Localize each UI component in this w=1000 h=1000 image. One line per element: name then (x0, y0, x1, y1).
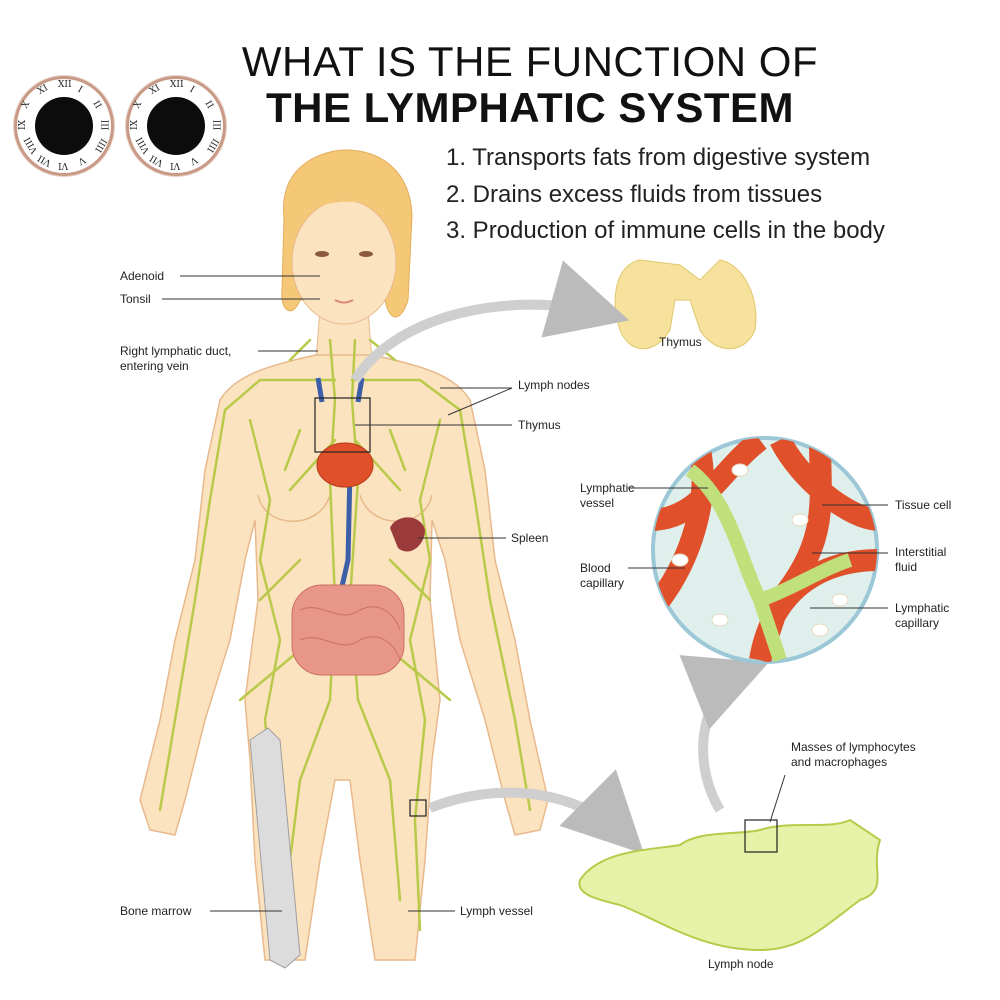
label-spleen: Spleen (511, 531, 549, 545)
label-thymus-inset: Thymus (659, 335, 702, 349)
label-masses-line-1: Masses of lymphocytes (791, 740, 916, 754)
label-masses-line-2: and macrophages (791, 755, 888, 769)
tissue-circle (651, 436, 879, 664)
leg-box (409, 799, 427, 817)
label-lymphatic-capillary: Lymphatic capillary (895, 601, 949, 631)
arrow-to-tissue (679, 655, 769, 813)
label-interstitial-fluid: Interstitial fluid (895, 545, 946, 575)
label-lymphatic-vessel-line-1: Lymphatic (580, 481, 635, 495)
leader-lines (162, 275, 888, 912)
femur-bone (249, 727, 301, 969)
clock-numeral: XII (58, 80, 72, 90)
arrow-to-node (428, 769, 645, 855)
clock-dial (147, 97, 205, 155)
function-item-2: 2. Drains excess fluids from tissues (446, 181, 823, 208)
label-thymus: Thymus (518, 418, 561, 432)
title-line-2: THE LYMPHATIC SYSTEM (265, 84, 795, 131)
label-adenoid: Adenoid (120, 269, 165, 283)
label-tissue-cell: Tissue cell (895, 498, 952, 512)
label-lymphatic-vessel-line-2: vessel (580, 496, 615, 510)
label-blood-capillary-line-1: Blood (580, 561, 611, 575)
intestines (291, 584, 405, 676)
lymph-node (578, 818, 882, 952)
label-lymph-node: Lymph node (708, 957, 774, 971)
arrow-to-thymus (350, 260, 630, 383)
function-item-1: 1. Transports fats from digestive system (446, 144, 871, 171)
label-interstitial-fluid-line-1: Interstitial (895, 545, 947, 559)
clock-dial (35, 97, 93, 155)
label-lymphatic-vessel: Lymphatic vessel (580, 481, 634, 511)
label-lymphatic-capillary-line-2: capillary (895, 616, 940, 630)
title-line-1: WHAT IS THE FUNCTION OF (241, 38, 819, 85)
label-lymph-nodes: Lymph nodes (518, 378, 590, 392)
label-right-duct-line-1: Right lymphatic duct, (120, 344, 232, 358)
label-right-duct-line-2: entering vein (120, 359, 189, 373)
label-blood-capillary: Blood capillary (580, 561, 624, 591)
label-lymph-vessel: Lymph vessel (460, 904, 533, 918)
spleen-organ (390, 517, 425, 552)
function-item-3: 3. Production of immune cells in the bod… (446, 217, 885, 244)
heart (316, 442, 374, 488)
label-bone-marrow: Bone marrow (120, 904, 192, 918)
label-tonsil: Tonsil (120, 292, 151, 306)
label-masses: Masses of lymphocytes and macrophages (791, 740, 916, 770)
label-interstitial-fluid-line-2: fluid (895, 560, 918, 574)
clock-numeral: XII (170, 80, 184, 90)
label-right-lymphatic-duct: Right lymphatic duct, entering vein (120, 344, 231, 374)
label-lymphatic-capillary-line-1: Lymphatic (895, 601, 950, 615)
label-blood-capillary-line-2: capillary (580, 576, 625, 590)
